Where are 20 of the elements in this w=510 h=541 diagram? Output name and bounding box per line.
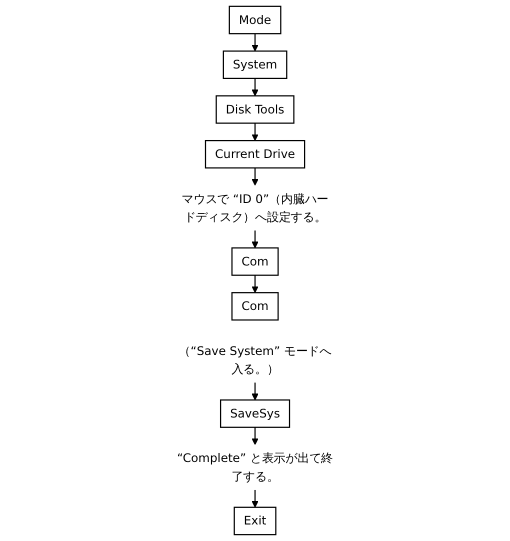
- node-box: Disk Tools: [216, 95, 294, 124]
- node-box: Com: [231, 247, 279, 276]
- node-box: System: [222, 50, 288, 79]
- arrow: [252, 490, 258, 508]
- node-text: （“Save System” モードへ入る。）: [178, 344, 332, 376]
- arrow: [252, 34, 258, 52]
- arrow: [252, 168, 258, 186]
- node-box: Exit: [234, 506, 276, 536]
- node-text: マウスで “ID 0”（内臓ハードディスク）へ設定する。: [181, 192, 328, 224]
- node-box: Com: [231, 292, 279, 321]
- node-box: Current Drive: [204, 140, 306, 168]
- arrow: [252, 78, 258, 96]
- arrow: [252, 382, 258, 400]
- arrow: [252, 275, 258, 293]
- arrow: [252, 123, 258, 141]
- node-box: Mode: [228, 6, 282, 34]
- arrow: [252, 427, 258, 446]
- node-box: SaveSys: [220, 399, 290, 428]
- arrow: [252, 230, 258, 248]
- node-text: “Complete” と表示が出て終了する。: [176, 451, 334, 484]
